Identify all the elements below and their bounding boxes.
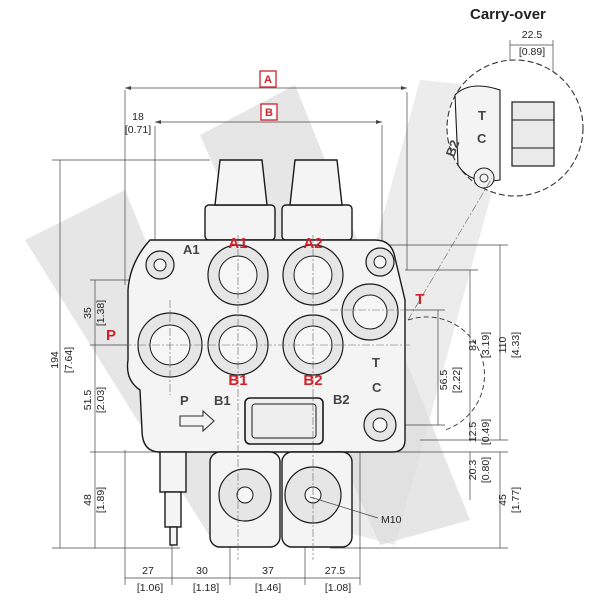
- thread-callout-m10: M10: [381, 514, 402, 526]
- dimension-box-a: A: [264, 74, 272, 86]
- dim-bottom-30-in: [1.18]: [193, 582, 219, 594]
- dim-right-45-mm: 45: [497, 494, 509, 506]
- dim-carry-over-width-in: [0.89]: [519, 46, 545, 58]
- stamp-a1: A1: [183, 242, 200, 257]
- port-label-a1: A1: [228, 235, 247, 252]
- dim-height-total-in: [7.64]: [63, 347, 75, 373]
- dim-right-81-in: [3.19]: [480, 332, 492, 358]
- ports: [137, 244, 399, 524]
- port-label-b1: B1: [228, 372, 247, 389]
- stamp-b1: B1: [214, 393, 231, 408]
- dim-bottom-37-in: [1.46]: [255, 582, 281, 594]
- dim-right-45-in: [1.77]: [510, 487, 522, 513]
- port-label-a2: A2: [303, 235, 322, 252]
- dim-left-48-mm: 48: [82, 494, 94, 506]
- dim-top-offset-in: [0.71]: [125, 124, 151, 136]
- detail-stamp-c: C: [477, 131, 487, 146]
- carry-over-title: Carry-over: [470, 6, 546, 23]
- dim-right-12-5-mm: 12.5: [467, 422, 479, 443]
- dim-right-56-5-mm: 56.5: [438, 370, 450, 391]
- dim-top-offset-mm: 18: [132, 111, 144, 123]
- dimension-a-group: A: [125, 70, 407, 90]
- detail-stamp-t: T: [478, 108, 486, 123]
- port-label-p: P: [106, 327, 116, 344]
- dim-bottom-27-mm: 27: [142, 565, 154, 577]
- port-label-t: T: [415, 291, 424, 308]
- dim-left-35-mm: 35: [82, 307, 94, 319]
- dim-bottom-37-mm: 37: [262, 565, 274, 577]
- dim-left-51-5-in: [2.03]: [95, 387, 107, 413]
- dim-carry-over-width-mm: 22.5: [522, 29, 543, 41]
- port-label-b2: B2: [303, 372, 322, 389]
- dimension-b-group: B: [155, 103, 382, 124]
- dim-right-81-mm: 81: [467, 339, 479, 351]
- dim-right-110-mm: 110: [497, 336, 509, 353]
- detail-stamp-b2: B2: [443, 138, 463, 159]
- dim-left-35-in: [1.38]: [95, 300, 107, 326]
- dim-right-12-5-in: [0.49]: [480, 419, 492, 445]
- dim-left-51-5-mm: 51.5: [82, 390, 94, 411]
- dim-right-20-3-in: [0.80]: [480, 457, 492, 483]
- dim-right-20-3-mm: 20.3: [467, 460, 479, 481]
- dim-bottom-27-in: [1.06]: [137, 582, 163, 594]
- dim-right-56-5-in: [2.22]: [451, 367, 463, 393]
- dim-height-total-mm: 194: [49, 351, 61, 369]
- dim-bottom-27-5-in: [1.08]: [325, 582, 351, 594]
- dim-bottom-27-5-mm: 27.5: [325, 565, 346, 577]
- stamp-p: P: [180, 393, 189, 408]
- dimension-box-b: B: [265, 107, 273, 119]
- dim-right-110-in: [4.33]: [510, 332, 522, 358]
- dim-bottom-30-mm: 30: [196, 565, 208, 577]
- stamp-b2: B2: [333, 392, 350, 407]
- stamp-c: C: [372, 380, 382, 395]
- flow-arrow-icon: [179, 409, 215, 433]
- stamp-t: T: [372, 355, 380, 370]
- carry-over-detail: T C B2: [443, 59, 584, 197]
- dim-left-48-in: [1.89]: [95, 487, 107, 513]
